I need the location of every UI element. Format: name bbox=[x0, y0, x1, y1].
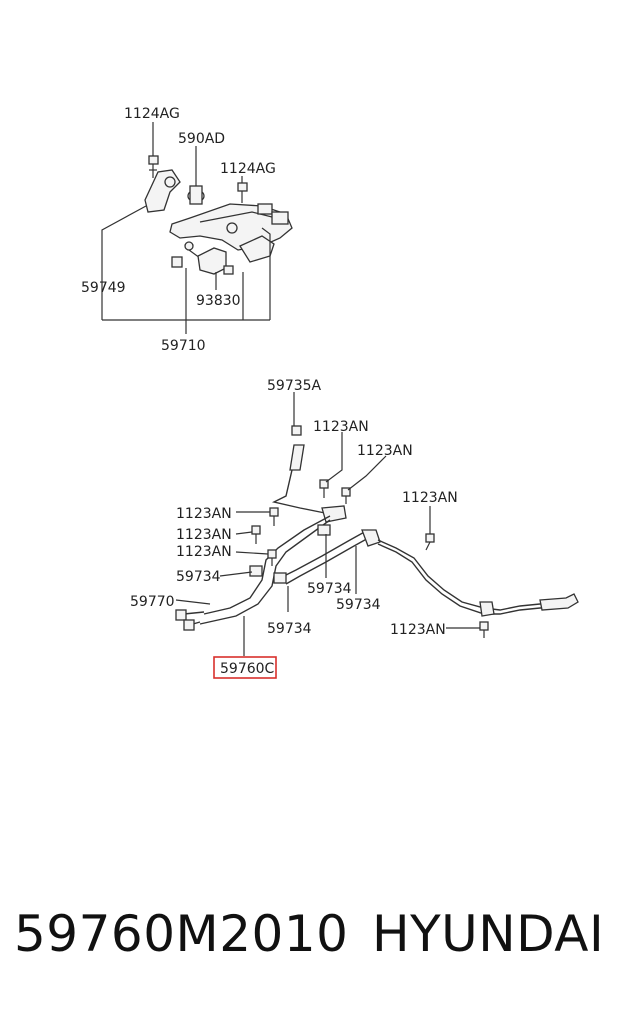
callout-59760c[interactable]: 59760C bbox=[220, 661, 275, 677]
bolt-icon bbox=[237, 182, 248, 203]
bolt-icon bbox=[267, 549, 277, 566]
highlight-box bbox=[213, 656, 277, 679]
footer: 59760M2010 HYUNDAI bbox=[0, 905, 620, 975]
bolt-icon bbox=[425, 533, 435, 551]
callout-59770: 59770 bbox=[130, 594, 175, 610]
callout-1123an-5: 1123AN bbox=[176, 527, 232, 543]
callout-1123an-3: 1123AN bbox=[402, 490, 458, 506]
callout-59734-3: 59734 bbox=[336, 597, 381, 613]
bolt-icon bbox=[269, 507, 279, 526]
callout-1123an-1: 1123AN bbox=[313, 419, 369, 435]
parts-diagram: 1124AG 590AD 1124AG 59749 93830 59710 bbox=[81, 106, 579, 679]
bolt-icon bbox=[319, 479, 329, 498]
callout-1123an-7: 1123AN bbox=[390, 622, 446, 638]
brake-lever-assembly bbox=[101, 122, 293, 334]
bolt-icon bbox=[251, 525, 261, 544]
callout-1124ag-b: 1124AG bbox=[220, 161, 276, 177]
callout-59710: 59710 bbox=[161, 338, 206, 354]
bracket-icon bbox=[144, 169, 181, 213]
bolt-icon bbox=[341, 487, 351, 504]
brake-cable-assembly bbox=[175, 392, 579, 656]
callout-590ad: 590AD bbox=[178, 131, 225, 147]
callout-59734-1: 59734 bbox=[176, 569, 221, 585]
callout-1123an-2: 1123AN bbox=[357, 443, 413, 459]
lower-bracket-icon bbox=[197, 247, 227, 275]
callout-1124ag-a: 1124AG bbox=[124, 106, 180, 122]
callout-59735a: 59735A bbox=[267, 378, 322, 394]
callout-1123an-4: 1123AN bbox=[176, 506, 232, 522]
callout-59734-2: 59734 bbox=[307, 581, 352, 597]
bushing-icon bbox=[187, 185, 205, 205]
callout-59749: 59749 bbox=[81, 280, 126, 296]
callout-93830: 93830 bbox=[196, 293, 241, 309]
bolt-icon bbox=[479, 621, 489, 638]
cable-end-icon bbox=[289, 425, 305, 471]
brand-name: HYUNDAI bbox=[372, 905, 605, 963]
part-number: 59760M2010 bbox=[14, 905, 349, 963]
callout-1123an-6: 1123AN bbox=[176, 544, 232, 560]
callout-59734-4: 59734 bbox=[267, 621, 312, 637]
